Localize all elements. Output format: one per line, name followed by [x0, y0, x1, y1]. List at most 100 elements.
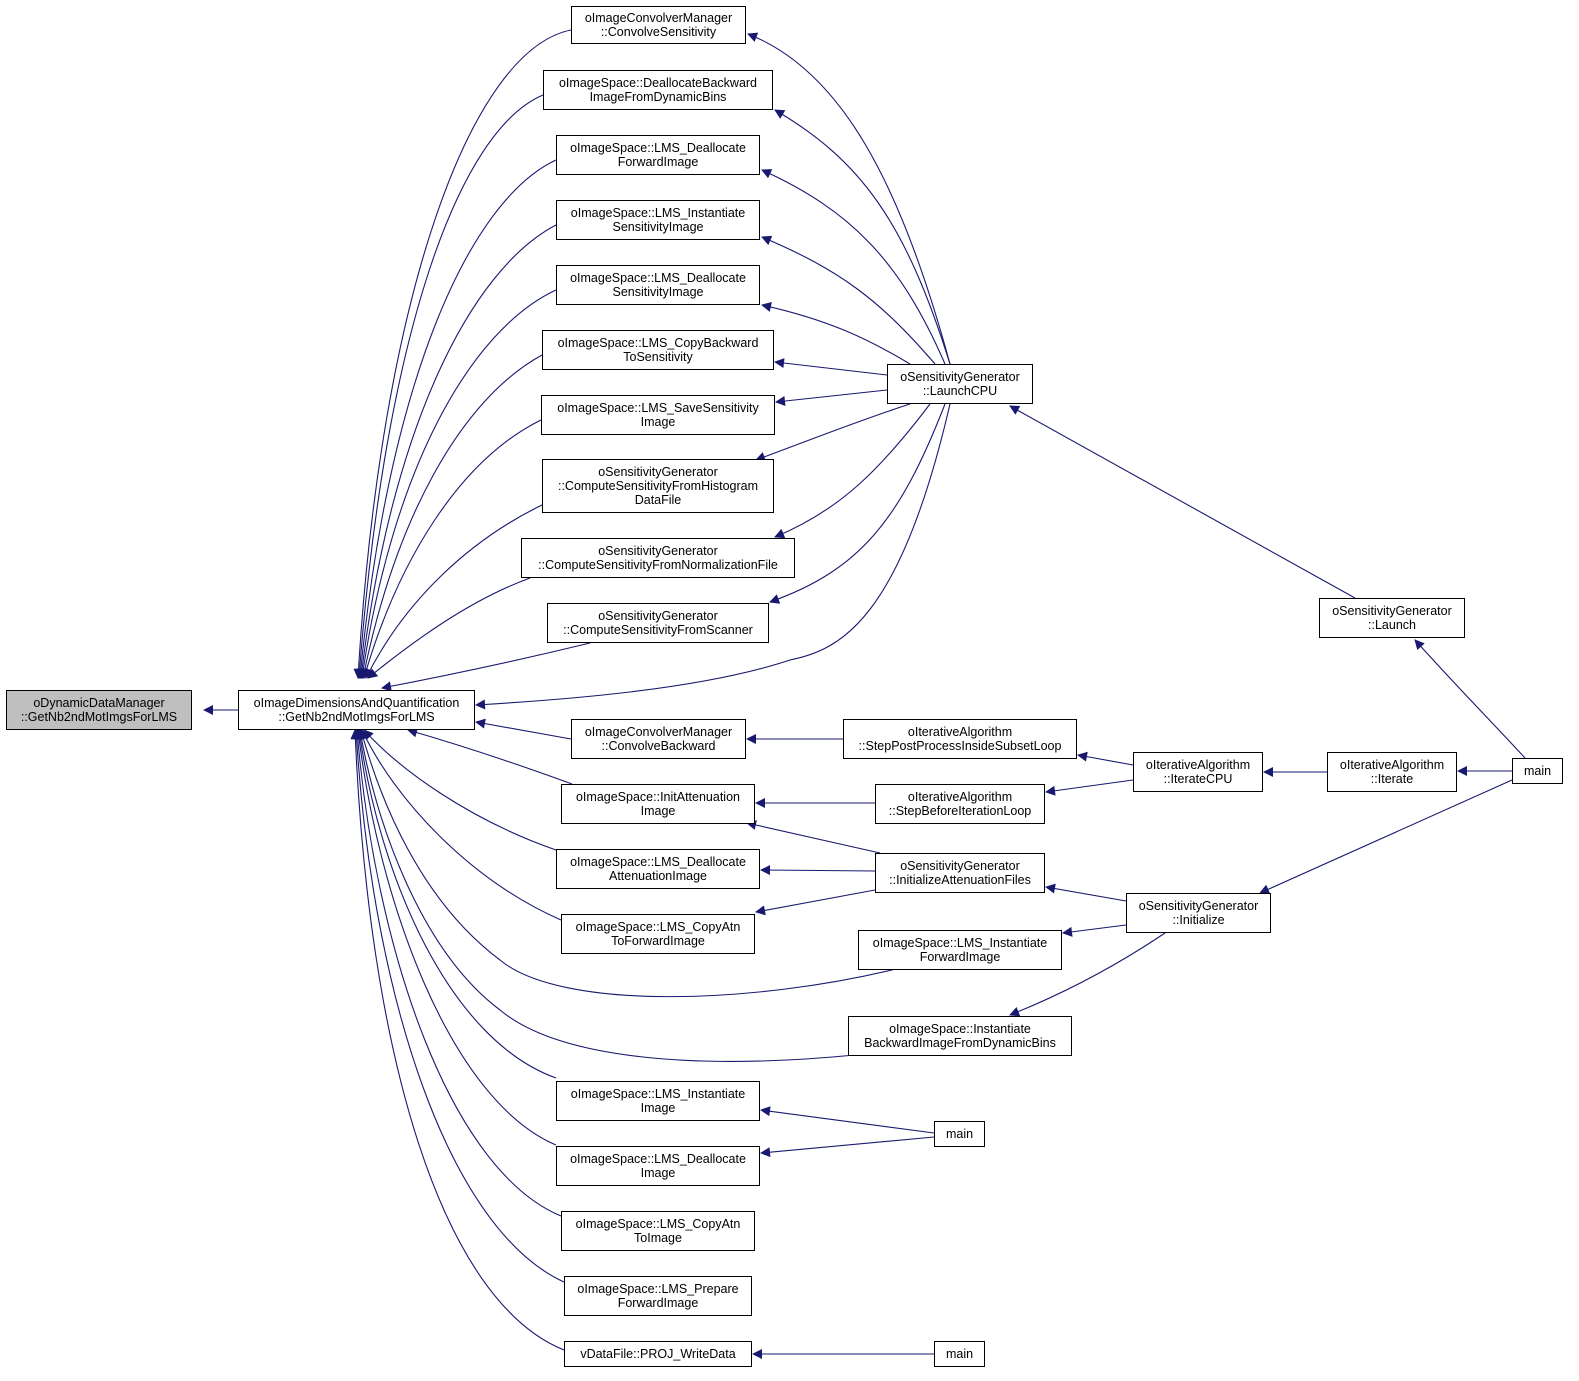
node-iterate[interactable]: oIterativeAlgorithm::Iterate	[1327, 752, 1457, 792]
edge-initatt-to-dims	[407, 727, 573, 785]
node-csfromhist[interactable]: oSensitivityGenerator::ComputeSensitivit…	[542, 459, 774, 513]
node-label-line: ImageFromDynamicBins	[589, 90, 727, 104]
node-label-line: oSensitivityGenerator	[900, 370, 1020, 384]
node-label-line: ToSensitivity	[623, 350, 693, 364]
node-launch[interactable]: oSensitivityGenerator::Launch	[1319, 598, 1465, 638]
node-label-line: BackwardImageFromDynamicBins	[864, 1036, 1056, 1050]
node-label-line: oSensitivityGenerator	[598, 544, 718, 558]
node-label-line: ::ConvolveSensitivity	[600, 25, 717, 39]
node-sginit[interactable]: oSensitivityGenerator::Initialize	[1126, 893, 1271, 933]
node-steppost[interactable]: oIterativeAlgorithm::StepPostProcessInsi…	[843, 719, 1077, 759]
edge-iteratecpu-to-steppost	[1077, 751, 1134, 766]
node-label-line: ::InitializeAttenuationFiles	[889, 873, 1031, 887]
node-label-line: oImageSpace::LMS_CopyBackward	[557, 336, 759, 350]
node-label-line: oSensitivityGenerator	[1332, 604, 1452, 618]
edge-iteratecpu-to-stepbefore	[1045, 779, 1134, 796]
node-launchcpu[interactable]: oSensitivityGenerator::LaunchCPU	[887, 364, 1033, 404]
edge-lmsinstsens-to-dims	[357, 224, 557, 679]
node-label-line: oIterativeAlgorithm	[1339, 758, 1445, 772]
node-label-line: oImageSpace::LMS_Instantiate	[570, 206, 746, 220]
edge-launchcpu-to-lmsdealsens	[761, 302, 911, 365]
edge-lmsinstfwd-to-dims	[358, 729, 901, 998]
node-convsens[interactable]: oImageConvolverManager::ConvolveSensitiv…	[571, 6, 746, 44]
edge-lmssavesens-to-dims	[361, 419, 542, 679]
edge-dealbwd-to-dims	[354, 94, 544, 679]
node-main1[interactable]: main	[934, 1121, 985, 1147]
edge-csfromhist-to-dims	[365, 504, 543, 679]
edge-launchcpu-to-csfromscan	[769, 403, 946, 604]
node-label-line: ::LaunchCPU	[922, 384, 998, 398]
edge-initattfiles-to-initatt	[746, 820, 881, 854]
node-label-line: ForwardImage	[617, 155, 699, 169]
node-label-line: DataFile	[634, 493, 682, 507]
edge-lmsprepfwd-to-dims	[351, 729, 565, 1283]
node-label-line: oImageConvolverManager	[584, 11, 733, 25]
node-label-line: oImageSpace::InitAttenuation	[575, 790, 740, 804]
node-csfromscan[interactable]: oSensitivityGenerator::ComputeSensitivit…	[547, 603, 769, 643]
node-csfromnorm[interactable]: oSensitivityGenerator::ComputeSensitivit…	[521, 538, 795, 578]
edge-launchcpu-to-dims	[475, 403, 951, 710]
node-label-line: ::ConvolveBackward	[601, 739, 716, 753]
edge-lmscopybwd-to-dims	[359, 354, 543, 679]
node-label-line: ::Initialize	[1172, 913, 1225, 927]
edge-launchcpu-to-convsens	[747, 32, 951, 365]
node-label-line: oSensitivityGenerator	[900, 859, 1020, 873]
edge-launchcpu-to-lmsinstsens	[761, 235, 936, 365]
node-label-line: oDynamicDataManager	[33, 696, 165, 710]
node-projwrite[interactable]: vDataFile::PROJ_WriteData	[564, 1341, 752, 1367]
node-label-line: oIterativeAlgorithm	[1145, 758, 1251, 772]
node-initattfiles[interactable]: oSensitivityGenerator::InitializeAttenua…	[875, 853, 1045, 893]
call-edges	[203, 29, 1526, 1359]
node-label-line: vDataFile::PROJ_WriteData	[580, 1347, 736, 1361]
node-label-line: ::IterateCPU	[1163, 772, 1233, 786]
node-label-line: oSensitivityGenerator	[1138, 899, 1259, 913]
node-label-line: ::StepBeforeIterationLoop	[888, 804, 1032, 818]
node-stepbefore[interactable]: oIterativeAlgorithm::StepBeforeIteration…	[875, 784, 1045, 824]
edge-convbwd-to-dims	[475, 718, 572, 740]
node-label-line: ::ComputeSensitivityFromScanner	[563, 623, 753, 637]
node-label-line: oImageSpace::LMS_Deallocate	[570, 855, 746, 869]
edge-csfromscan-to-dims	[381, 642, 591, 692]
edge-launchcpu-to-lmsdealfwd	[761, 169, 946, 365]
node-label-line: ForwardImage	[919, 950, 1001, 964]
node-label-line: Image	[640, 804, 676, 818]
node-main3[interactable]: main	[1512, 758, 1563, 784]
edge-launchcpu-to-csfromnorm	[774, 403, 931, 539]
node-label-line: oImageSpace::LMS_SaveSensitivity	[557, 401, 759, 415]
node-label-line: oImageSpace::LMS_Prepare	[577, 1282, 739, 1296]
node-label-line: ::ComputeSensitivityFromNormalizationFil…	[538, 558, 778, 572]
node-label-line: ::GetNb2ndMotImgsForLMS	[20, 710, 178, 724]
node-iteratecpu[interactable]: oIterativeAlgorithm::IterateCPU	[1133, 752, 1263, 792]
node-convbwd[interactable]: oImageConvolverManager::ConvolveBackward	[571, 719, 746, 759]
node-label-line: oImageSpace::LMS_Deallocate	[570, 271, 746, 285]
node-label-line: ForwardImage	[617, 1296, 699, 1310]
edge-lmsdealimg-to-dims	[354, 729, 557, 1146]
node-label-line: oSensitivityGenerator	[598, 465, 718, 479]
node-dims[interactable]: oImageDimensionsAndQuantification::GetNb…	[238, 690, 475, 730]
edge-sginit-to-lmsinstfwd	[1062, 924, 1127, 937]
node-label-line: ::GetNb2ndMotImgsForLMS	[278, 710, 435, 724]
node-main2[interactable]: main	[934, 1341, 985, 1367]
node-label-line: ::ComputeSensitivityFromHistogram	[557, 479, 759, 493]
edge-main1-to-lmsdealimg	[760, 1136, 935, 1158]
node-label-line: AttenuationImage	[609, 869, 707, 883]
edge-sginit-to-initattfiles	[1045, 883, 1127, 902]
node-label-line: ::Iterate	[1370, 772, 1414, 786]
node-label-line: oImageSpace::LMS_CopyAtn	[575, 920, 741, 934]
